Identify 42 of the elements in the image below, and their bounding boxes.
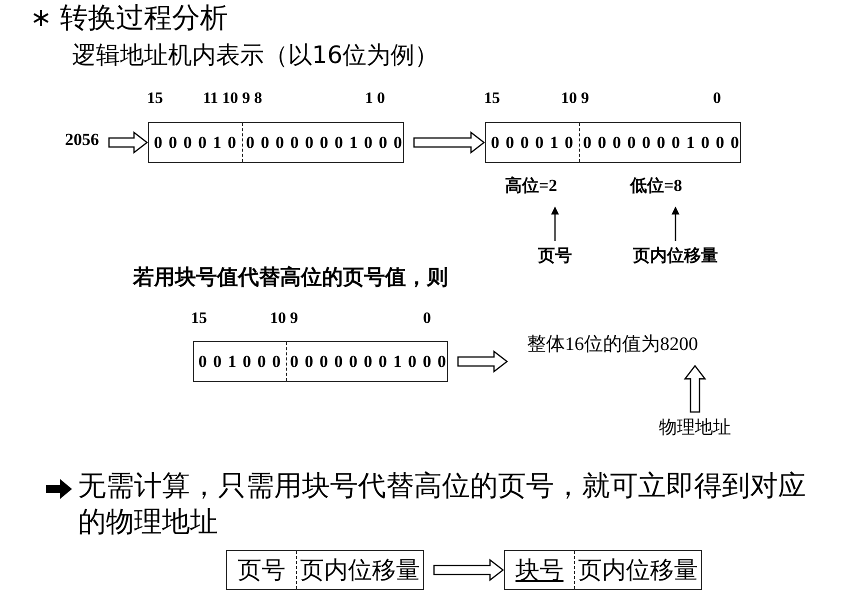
conclusion-text: 无需计算，只需用块号代替高位的页号，就可立即得到对应的物理地址: [78, 468, 807, 540]
address-format-box: [504, 550, 702, 590]
bit-number: 0: [713, 90, 721, 108]
field-text: 0 0 0 0 1 0: [152, 132, 238, 154]
bit-number: 1 0: [365, 90, 385, 108]
field-text: 页内位移量: [574, 551, 701, 589]
field-text: 0 0 0 0 0 0 0 1 0 0 0: [286, 342, 447, 381]
number-text: 2056: [65, 130, 99, 150]
subtitle: 逻辑地址机内表示（以16位为例）: [72, 42, 439, 70]
result-text: 整体16位的值为8200: [527, 334, 698, 356]
bit-number: 10 9: [270, 310, 298, 328]
arrow: [672, 206, 680, 241]
bit-field-box: [193, 341, 448, 382]
field-text: 页内位移量: [296, 551, 423, 589]
part-label: 低位=8: [630, 176, 682, 196]
field-text: 0 0 0 0 0 0 0 1 0 0 0: [242, 123, 403, 162]
part-label: 高位=2: [505, 176, 558, 196]
bit-number: 15: [191, 310, 207, 328]
bit-field-box: [485, 122, 741, 163]
bit-field-box: [148, 122, 404, 163]
bit-number: 15: [484, 90, 500, 108]
slide-title: 转换过程分析: [60, 2, 228, 34]
field-text: 0 0 1 0 0 0: [197, 350, 283, 372]
arrow: [551, 206, 559, 241]
field-text: 0 0 0 0 1 0: [490, 132, 576, 154]
part-label: 物理地址: [659, 417, 731, 438]
field-text: 0 0 0 0 0 0 0 1 0 0 0: [579, 123, 740, 162]
arrow: [413, 131, 486, 154]
bit-number: 15: [147, 90, 163, 108]
bit-number: 11 10 9 8: [203, 90, 262, 108]
arrow: [108, 131, 148, 154]
part-label: 页内位移量: [633, 246, 718, 266]
arrow: [433, 558, 504, 582]
field-text: 页号: [236, 555, 286, 586]
arrow: [457, 350, 508, 373]
arrow: [684, 364, 706, 413]
address-format-box: [226, 550, 424, 590]
field-text: 块号: [514, 555, 564, 586]
bit-number: 10 9: [561, 90, 589, 108]
part-label: 页号: [538, 246, 572, 266]
bit-number: 0: [423, 310, 431, 328]
statement-text: 若用块号值代替高位的页号值，则: [133, 265, 448, 290]
